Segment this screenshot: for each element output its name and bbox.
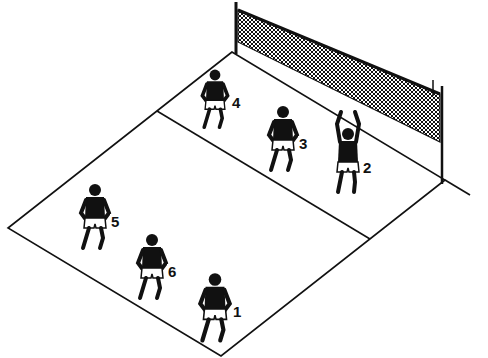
- callout-number: 1: [232, 304, 242, 320]
- callout-number: 4: [231, 95, 241, 111]
- players: [81, 70, 359, 341]
- callout-number: 2: [362, 160, 372, 176]
- callout-number: 6: [167, 264, 177, 280]
- callout-number: 3: [298, 136, 308, 152]
- callout-number: 5: [110, 214, 120, 230]
